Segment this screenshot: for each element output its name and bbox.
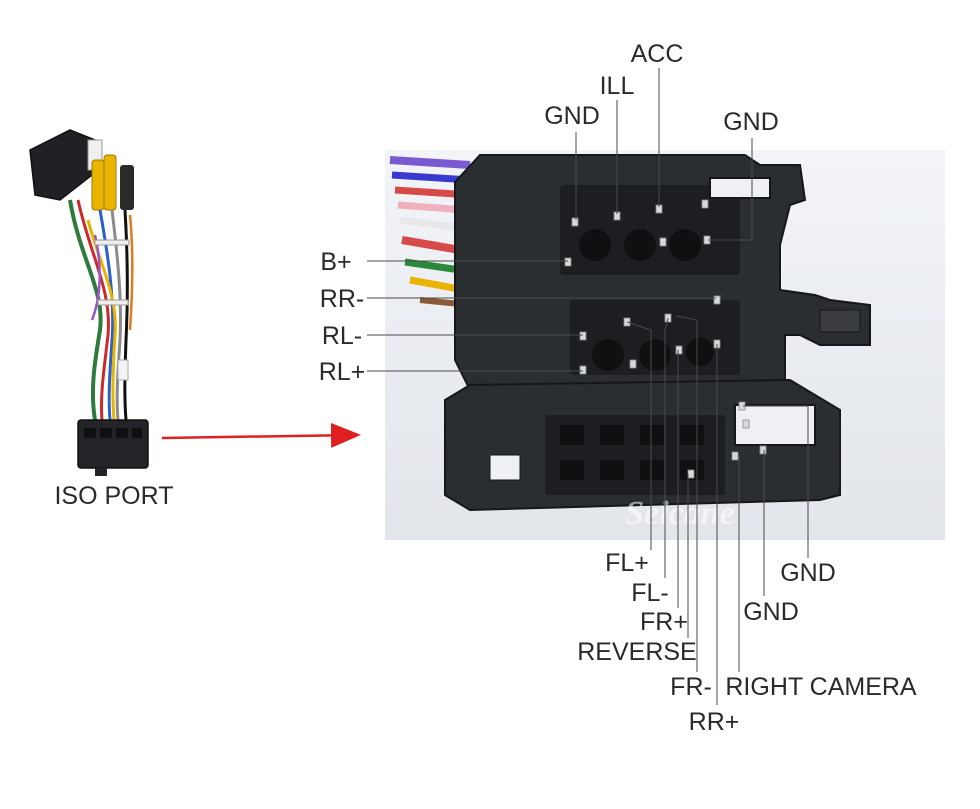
label-right-camera: RIGHT CAMERA <box>725 673 917 701</box>
label-rr-plus: RR+ <box>689 708 740 736</box>
label-rr-minus: RR- <box>320 285 364 313</box>
label-gnd-top-left: GND <box>544 102 600 130</box>
watermark-text: Seicane <box>625 495 735 532</box>
label-b-plus: B+ <box>320 248 351 276</box>
pointer-arrow <box>161 422 361 448</box>
label-gnd-bottom-1: GND <box>780 559 836 587</box>
label-ill: ILL <box>600 72 635 100</box>
label-fr-minus: FR- <box>670 673 712 701</box>
label-fl-plus: FL+ <box>605 549 649 577</box>
leader-lines <box>367 68 809 705</box>
label-fl-minus: FL- <box>631 579 669 607</box>
label-rl-plus: RL+ <box>319 358 366 386</box>
wiring-harness-image <box>29 129 149 476</box>
label-rl-minus: RL- <box>322 322 362 350</box>
iso-port-caption: ISO PORT <box>54 482 173 510</box>
label-acc: ACC <box>631 40 684 68</box>
label-fr-plus: FR+ <box>640 608 688 636</box>
label-reverse: REVERSE <box>577 638 696 666</box>
label-gnd-top-right: GND <box>723 108 779 136</box>
label-gnd-bottom-2: GND <box>743 598 799 626</box>
